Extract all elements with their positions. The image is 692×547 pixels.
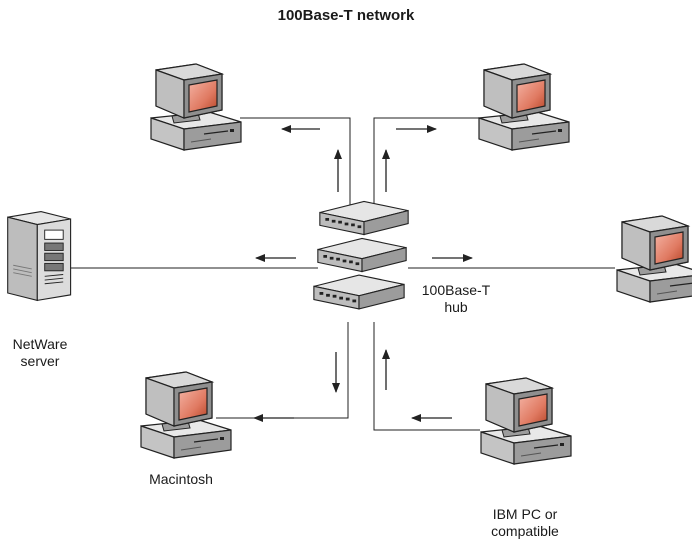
macintosh-label: Macintosh: [149, 471, 213, 487]
workstation-top-left-icon: [150, 63, 242, 151]
hub-label: 100Base-T hub: [418, 282, 494, 316]
flow-arrows: [253, 125, 473, 422]
ibm-pc-label: IBM PC or compatible: [470, 506, 580, 540]
ibm-pc-label-line2: compatible: [491, 523, 559, 539]
cable-top-right: [373, 117, 480, 212]
ibm-pc-icon: [480, 377, 572, 465]
diagram-title: 100Base-T network: [277, 7, 415, 24]
cable-bottom-right: [373, 322, 480, 431]
hub-icon: [313, 200, 409, 310]
workstation-right-icon: [616, 215, 692, 303]
cable-top-left: [240, 117, 351, 212]
hub-label-line1: 100Base-T: [421, 282, 491, 298]
ibm-pc-label-line1: IBM PC or: [492, 506, 558, 522]
server-label-line2: server: [20, 353, 60, 369]
server-label-line1: NetWare: [12, 336, 68, 352]
netware-server-icon: [7, 211, 72, 301]
server-label: NetWare server: [0, 336, 80, 370]
macintosh-icon: [140, 371, 232, 459]
hub-label-line2: hub: [444, 299, 468, 315]
cabling: [70, 117, 615, 431]
workstation-top-right-icon: [478, 63, 570, 151]
cable-bottom-left: [216, 322, 349, 419]
